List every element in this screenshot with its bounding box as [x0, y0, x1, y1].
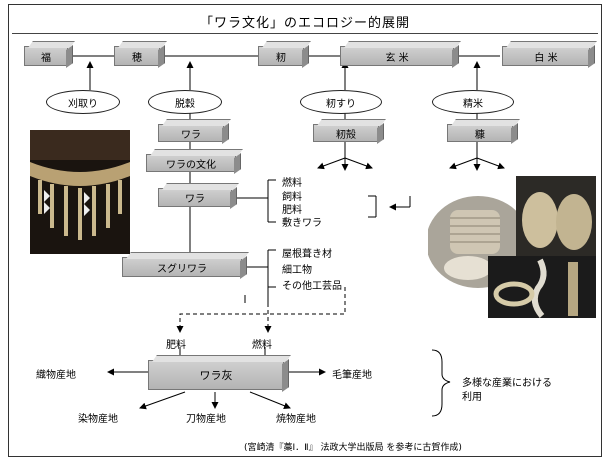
- box-stalk: 福: [24, 46, 68, 66]
- box-bran: 糠: [447, 124, 513, 142]
- box-brown-rice: 玄 米: [340, 46, 454, 66]
- use-craft: 細工物: [282, 265, 312, 276]
- use-other-craft: その他工芸品: [282, 281, 342, 292]
- box-straw-culture: ワラの文化: [146, 154, 236, 172]
- use-fertilizer: 肥料: [282, 205, 302, 216]
- use-bedding: 敷きワラ: [282, 218, 322, 229]
- shrine-rope-photo: [30, 130, 130, 254]
- box-selected-straw: スグリワラ: [122, 257, 242, 277]
- process-polishing: 精米: [432, 90, 514, 114]
- region-brush: 毛筆産地: [332, 370, 372, 381]
- use-feed: 飼料: [282, 192, 302, 203]
- box-white-rice: 白 米: [502, 46, 590, 66]
- ash-input-fertilizer: 肥料: [166, 340, 186, 351]
- box-ear: 穂: [114, 46, 160, 66]
- box-paddy: 籾: [258, 46, 304, 66]
- region-blade: 刀物産地: [186, 414, 226, 425]
- use-fuel: 燃料: [282, 178, 302, 189]
- straw-crafts-photo: [428, 176, 596, 318]
- region-pottery: 焼物産地: [276, 414, 316, 425]
- diagram-title: 「ワラ文化」のエコロジー的展開: [199, 16, 410, 31]
- industry-note-line1: 多様な産業における: [462, 378, 552, 389]
- box-husk: 籾殻: [313, 124, 379, 142]
- use-thatch: 屋根葺き材: [282, 249, 332, 260]
- process-harvest: 刈取り: [46, 90, 120, 114]
- ash-input-fuel: 燃料: [252, 340, 272, 351]
- industry-note-line2: 利用: [462, 392, 482, 403]
- source-citation: (宮崎清『藁Ⅰ．Ⅱ』 法政大学出版局 を参考に古賀作成): [244, 443, 462, 453]
- title-divider: [12, 33, 598, 34]
- region-textile: 織物産地: [36, 370, 76, 381]
- diagram-frame: [8, 4, 602, 457]
- process-threshing: 脱穀: [148, 90, 222, 114]
- box-straw: ワラ: [158, 124, 224, 142]
- region-dye: 染物産地: [78, 414, 118, 425]
- process-hulling: 籾すり: [300, 90, 382, 114]
- box-straw-2: ワラ: [158, 188, 232, 207]
- box-straw-ash: ワラ灰: [148, 360, 284, 390]
